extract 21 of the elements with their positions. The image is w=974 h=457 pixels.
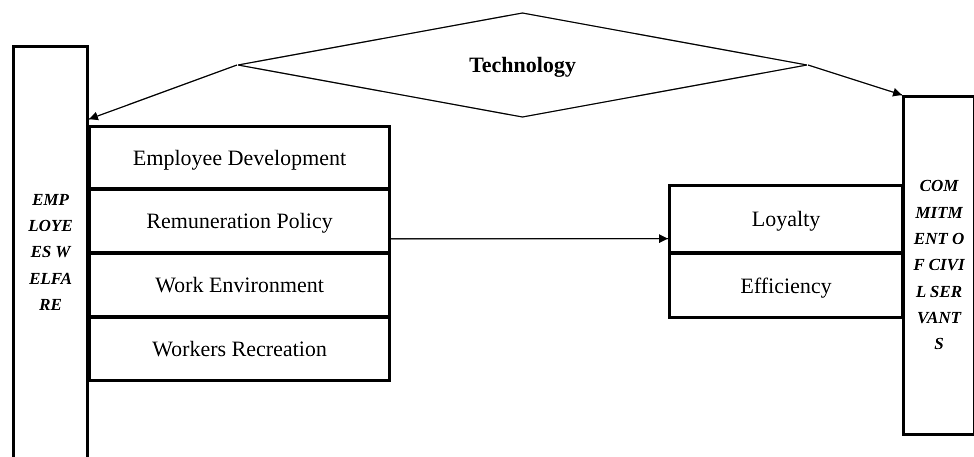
factor-box [668, 252, 904, 319]
factor-label: Remuneration Policy [146, 208, 333, 234]
factor-label: Workers Recreation [152, 336, 327, 362]
factor-box [88, 125, 391, 190]
concept-box [12, 45, 89, 457]
decision-diamond [237, 12, 808, 118]
factor-box [88, 316, 391, 382]
factor-label: Employee Development [132, 144, 346, 170]
diamond-label: Technology [469, 52, 576, 78]
factor-box [668, 184, 904, 254]
factor-box [88, 252, 391, 318]
arrow [808, 64, 902, 97]
arrow [88, 64, 238, 120]
factor-label: Work Environment [155, 272, 324, 298]
concept-label: EMPLOYEES WELFARE [28, 188, 74, 316]
factor-box [88, 188, 391, 254]
arrow [391, 234, 668, 244]
concept-label: COMMITMENT OF CIVIL SERVANTS [913, 175, 965, 356]
concept-box [902, 95, 974, 436]
factor-label: Loyalty [752, 206, 820, 232]
factor-label: Efficiency [740, 272, 832, 298]
